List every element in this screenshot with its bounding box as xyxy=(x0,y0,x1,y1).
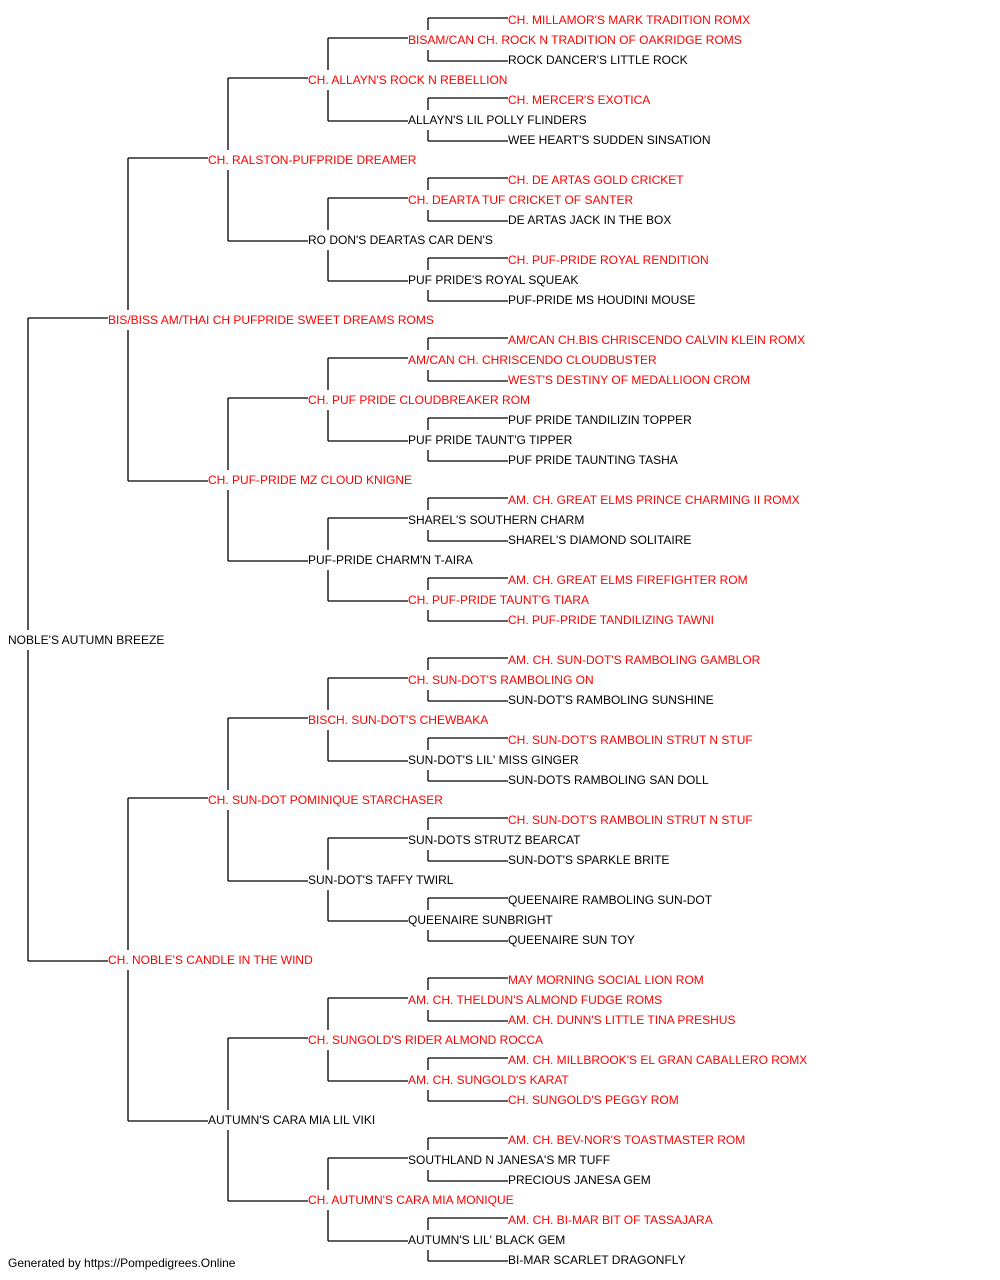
ancestor-name: BI-MAR SCARLET DRAGONFLY xyxy=(508,1253,686,1267)
ancestor-name: PUF-PRIDE CHARM'N T-AIRA xyxy=(308,553,473,567)
ancestor-name: SUN-DOTS RAMBOLING SAN DOLL xyxy=(508,773,709,787)
ancestor-name: CH. MILLAMOR'S MARK TRADITION ROMX xyxy=(508,13,750,27)
ancestor-name: ALLAYN'S LIL POLLY FLINDERS xyxy=(408,113,587,127)
ancestor-name: SUN-DOTS STRUTZ BEARCAT xyxy=(408,833,581,847)
ancestor-name: CH. SUN-DOT'S RAMBOLIN STRUT N STUF xyxy=(508,813,753,827)
subject-dog-name: NOBLE'S AUTUMN BREEZE xyxy=(8,633,164,647)
ancestor-name: CH. NOBLE'S CANDLE IN THE WIND xyxy=(108,953,313,967)
ancestor-name: AM/CAN CH.BIS CHRISCENDO CALVIN KLEIN RO… xyxy=(508,333,805,347)
ancestor-name: PUF PRIDE TAUNT'G TIPPER xyxy=(408,433,573,447)
ancestor-name: BISCH. SUN-DOT'S CHEWBAKA xyxy=(308,713,488,727)
ancestor-name: WEST'S DESTINY OF MEDALLIOON CROM xyxy=(508,373,750,387)
ancestor-name: CH. SUN-DOT POMINIQUE STARCHASER xyxy=(208,793,443,807)
ancestor-name: CH. PUF PRIDE CLOUDBREAKER ROM xyxy=(308,393,530,407)
ancestor-name: AM. CH. SUN-DOT'S RAMBOLING GAMBLOR xyxy=(508,653,761,667)
ancestor-name: CH. SUN-DOT'S RAMBOLIN STRUT N STUF xyxy=(508,733,753,747)
ancestor-name: CH. PUF-PRIDE ROYAL RENDITION xyxy=(508,253,709,267)
ancestor-name: RO DON'S DEARTAS CAR DEN'S xyxy=(308,233,493,247)
ancestor-name: SHAREL'S SOUTHERN CHARM xyxy=(408,513,584,527)
ancestor-name: CH. AUTUMN'S CARA MIA MONIQUE xyxy=(308,1193,514,1207)
ancestor-name: QUEENAIRE RAMBOLING SUN-DOT xyxy=(508,893,713,907)
ancestor-name: PRECIOUS JANESA GEM xyxy=(508,1173,651,1187)
ancestor-name: PUF PRIDE'S ROYAL SQUEAK xyxy=(408,273,578,287)
ancestor-name: CH. SUN-DOT'S RAMBOLING ON xyxy=(408,673,594,687)
ancestor-name: AUTUMN'S LIL' BLACK GEM xyxy=(408,1233,565,1247)
ancestor-name: MAY MORNING SOCIAL LION ROM xyxy=(508,973,704,987)
ancestor-name: CH. ALLAYN'S ROCK N REBELLION xyxy=(308,73,507,87)
ancestor-name: CH. RALSTON-PUFPRIDE DREAMER xyxy=(208,153,417,167)
ancestor-name: AM. CH. GREAT ELMS PRINCE CHARMING II RO… xyxy=(508,493,800,507)
ancestor-name: ROCK DANCER'S LITTLE ROCK xyxy=(508,53,688,67)
ancestor-name: AM. CH. THELDUN'S ALMOND FUDGE ROMS xyxy=(408,993,662,1007)
ancestor-name: PUF-PRIDE MS HOUDINI MOUSE xyxy=(508,293,695,307)
ancestor-name: SHAREL'S DIAMOND SOLITAIRE xyxy=(508,533,691,547)
ancestor-name: CH. DE ARTAS GOLD CRICKET xyxy=(508,173,684,187)
ancestor-name: SUN-DOT'S RAMBOLING SUNSHINE xyxy=(508,693,714,707)
ancestor-name: SUN-DOT'S TAFFY TWIRL xyxy=(308,873,454,887)
ancestor-name: AM. CH. GREAT ELMS FIREFIGHTER ROM xyxy=(508,573,748,587)
ancestor-name: CH. PUF-PRIDE MZ CLOUD KNIGNE xyxy=(208,473,412,487)
ancestor-name: BISAM/CAN CH. ROCK N TRADITION OF OAKRID… xyxy=(408,33,742,47)
ancestor-name: SUN-DOT'S LIL' MISS GINGER xyxy=(408,753,579,767)
ancestor-name: CH. DEARTA TUF CRICKET OF SANTER xyxy=(408,193,633,207)
ancestor-name: CH. MERCER'S EXOTICA xyxy=(508,93,650,107)
ancestor-name: WEE HEART'S SUDDEN SINSATION xyxy=(508,133,711,147)
ancestor-name: AUTUMN'S CARA MIA LIL VIKI xyxy=(208,1113,375,1127)
ancestor-name: CH. SUNGOLD'S RIDER ALMOND ROCCA xyxy=(308,1033,543,1047)
ancestor-name: AM. CH. BI-MAR BIT OF TASSAJARA xyxy=(508,1213,713,1227)
ancestor-name: DE ARTAS JACK IN THE BOX xyxy=(508,213,671,227)
ancestor-name: CH. PUF-PRIDE TANDILIZING TAWNI xyxy=(508,613,714,627)
ancestor-name: AM. CH. MILLBROOK'S EL GRAN CABALLERO RO… xyxy=(508,1053,807,1067)
ancestor-name: AM/CAN CH. CHRISCENDO CLOUDBUSTER xyxy=(408,353,657,367)
ancestor-name: QUEENAIRE SUNBRIGHT xyxy=(408,913,553,927)
ancestor-name: QUEENAIRE SUN TOY xyxy=(508,933,635,947)
ancestor-name: SOUTHLAND N JANESA'S MR TUFF xyxy=(408,1153,610,1167)
ancestor-name: SUN-DOT'S SPARKLE BRITE xyxy=(508,853,669,867)
ancestor-name: BIS/BISS AM/THAI CH PUFPRIDE SWEET DREAM… xyxy=(108,313,434,327)
ancestor-name: AM. CH. DUNN'S LITTLE TINA PRESHUS xyxy=(508,1013,735,1027)
ancestor-name: AM. CH. BEV-NOR'S TOASTMASTER ROM xyxy=(508,1133,745,1147)
ancestor-name: CH. SUNGOLD'S PEGGY ROM xyxy=(508,1093,679,1107)
footer-credit: Generated by https://Pompedigrees.Online xyxy=(8,1256,236,1270)
ancestor-name: CH. PUF-PRIDE TAUNT'G TIARA xyxy=(408,593,589,607)
ancestor-name: AM. CH. SUNGOLD'S KARAT xyxy=(408,1073,569,1087)
ancestor-name: PUF PRIDE TAUNTING TASHA xyxy=(508,453,678,467)
ancestor-name: PUF PRIDE TANDILIZIN TOPPER xyxy=(508,413,692,427)
